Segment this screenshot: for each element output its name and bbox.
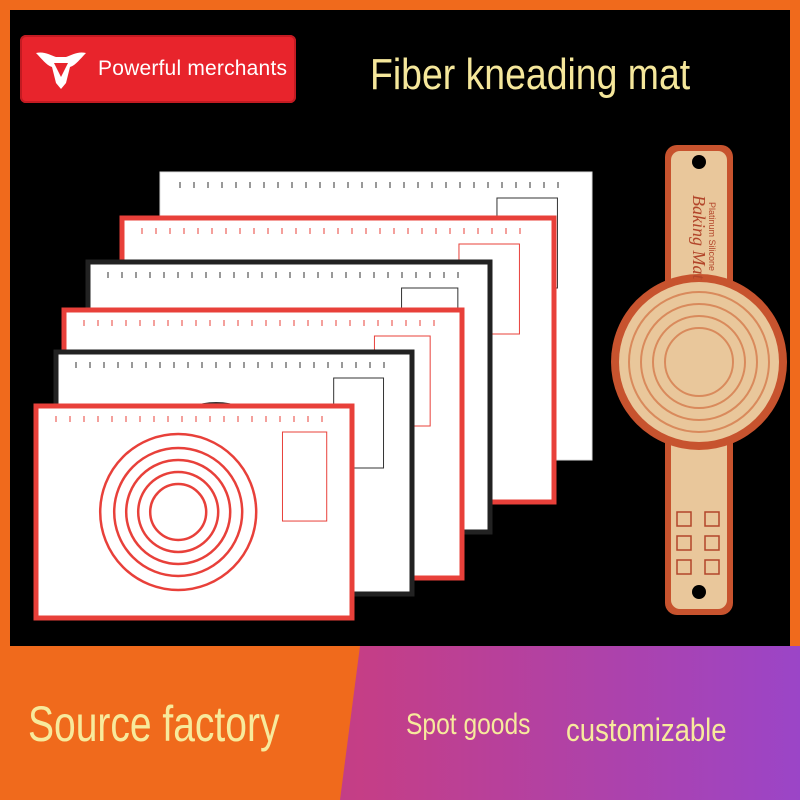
bull-head-icon	[36, 52, 86, 89]
customizable-label: customizable	[566, 712, 727, 748]
baking-mat-strap: Baking Mat Platinum Silicone	[611, 145, 787, 615]
bottom-banner: Source factory Spot goods customizable	[0, 646, 800, 800]
mat-6	[33, 403, 355, 621]
source-factory-label: Source factory	[28, 696, 280, 752]
badge-label: Powerful merchants	[98, 57, 288, 80]
spot-goods-label: Spot goods	[406, 708, 531, 741]
strap-brand: Baking Mat	[689, 195, 709, 280]
mat-stack	[33, 171, 593, 621]
headline: Fiber kneading mat	[370, 50, 691, 99]
merchant-badge: Powerful merchants	[20, 35, 296, 103]
strap-sub-label: Platinum Silicone	[707, 202, 717, 271]
bottom-right-panel	[340, 646, 800, 800]
